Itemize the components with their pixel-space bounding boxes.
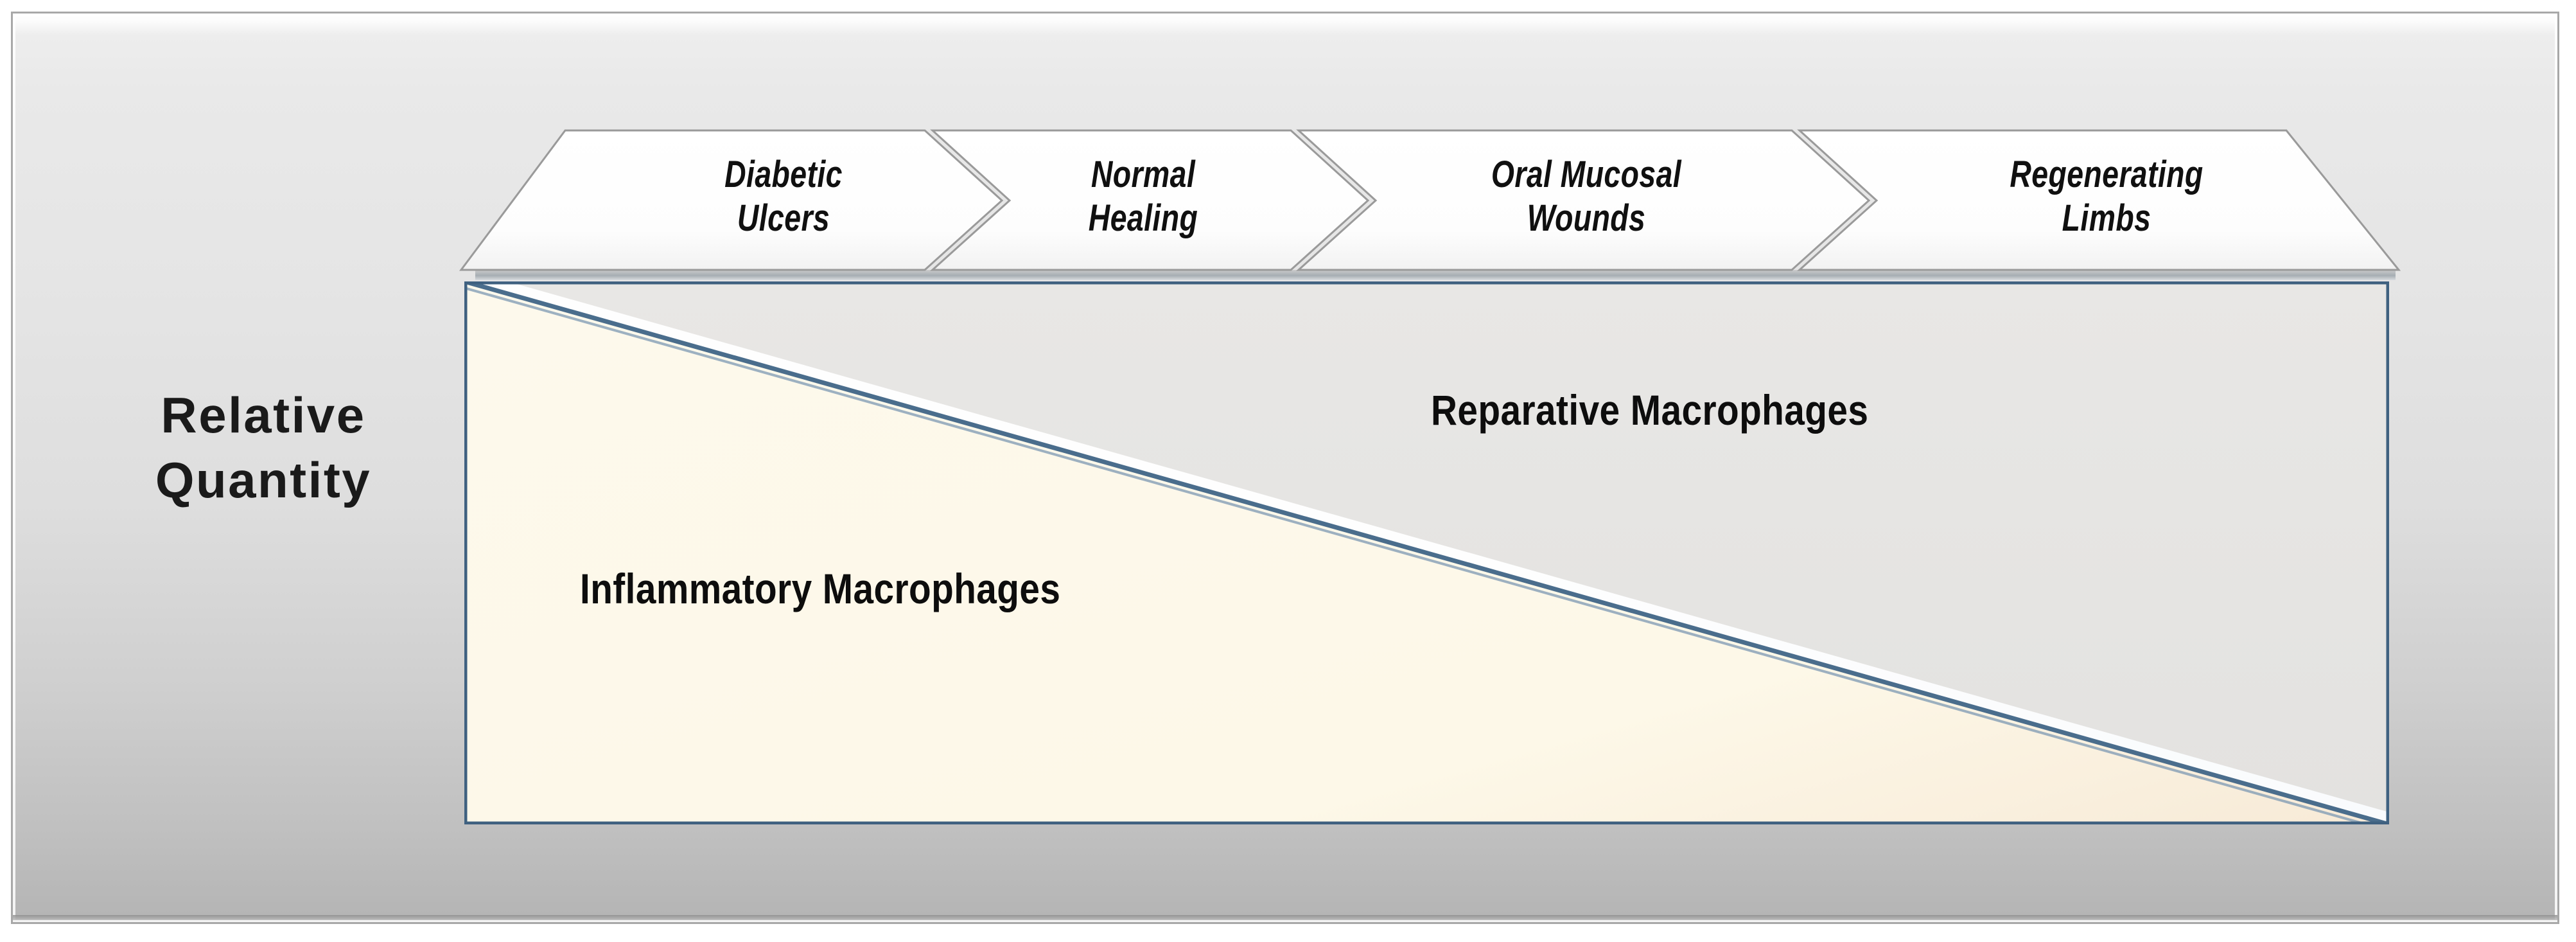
chevron-label-normal-healing[interactable]: Normal Healing xyxy=(1088,154,1198,240)
divider-line xyxy=(464,281,2389,824)
chevron-label-regenerating-limbs[interactable]: Regenerating Limbs xyxy=(2010,154,2204,240)
chevron-label-oral-mucosal-wounds[interactable]: Oral Mucosal Wounds xyxy=(1491,154,1682,240)
divider-line-inner xyxy=(464,287,2371,824)
plot-area: Inflammatory Macrophages Reparative Macr… xyxy=(464,281,2389,824)
y-axis-label: Relative Quantity xyxy=(155,387,372,509)
chevron-label-diabetic-ulcers[interactable]: Diabetic Ulcers xyxy=(724,154,843,240)
frame-bottom-shadow xyxy=(13,915,2557,920)
plot-border xyxy=(464,281,2389,824)
region-label-inflammatory-macrophages: Inflammatory Macrophages xyxy=(580,565,1061,612)
region-label-reparative-macrophages: Reparative Macrophages xyxy=(1431,386,1869,434)
